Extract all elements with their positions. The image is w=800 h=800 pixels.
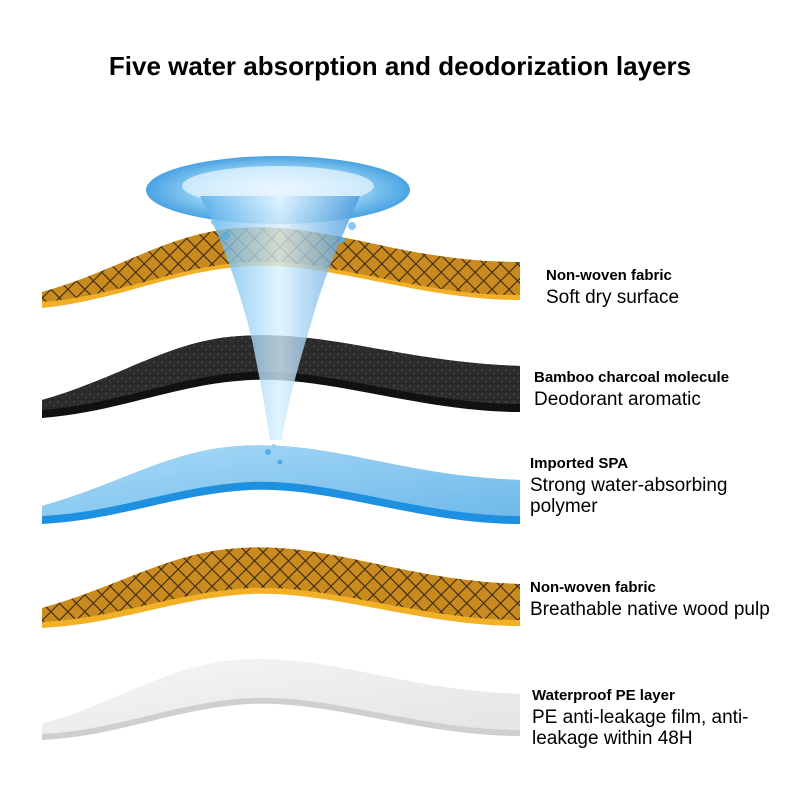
layer-3-heading: Imported SPA bbox=[530, 455, 629, 472]
layer-1-heading: Non-woven fabric bbox=[546, 267, 672, 284]
layer-1-description: Soft dry surface bbox=[546, 287, 680, 308]
layer-1-label: Non-woven fabric Soft dry surface bbox=[546, 266, 679, 308]
layer-3-spa-polymer bbox=[42, 445, 520, 524]
layer-2-heading: Bamboo charcoal molecule bbox=[534, 369, 730, 386]
layer-5-pe-film bbox=[42, 659, 520, 740]
layer-2-description: Deodorant aromatic bbox=[534, 389, 701, 410]
layer-3-description: Strong water-absorbing polymer bbox=[530, 475, 728, 517]
water-splash bbox=[146, 156, 410, 465]
layer-3-label: Imported SPA Strong water-absorbing poly… bbox=[530, 454, 780, 517]
layer-4-label: Non-woven fabric Breathable native wood … bbox=[530, 578, 785, 620]
layer-4-nonwoven-fabric bbox=[42, 547, 520, 628]
layer-2-label: Bamboo charcoal molecule Deodorant aroma… bbox=[534, 368, 729, 410]
layer-4-heading: Non-woven fabric bbox=[530, 579, 656, 596]
layer-5-label: Waterproof PE layer PE anti-leakage film… bbox=[532, 686, 787, 749]
layer-5-heading: Waterproof PE layer bbox=[532, 687, 675, 704]
page-title: Five water absorption and deodorization … bbox=[108, 51, 692, 81]
layer-5-description: PE anti-leakage film, anti-leakage withi… bbox=[532, 707, 749, 749]
layer-4-description: Breathable native wood pulp bbox=[530, 599, 770, 620]
